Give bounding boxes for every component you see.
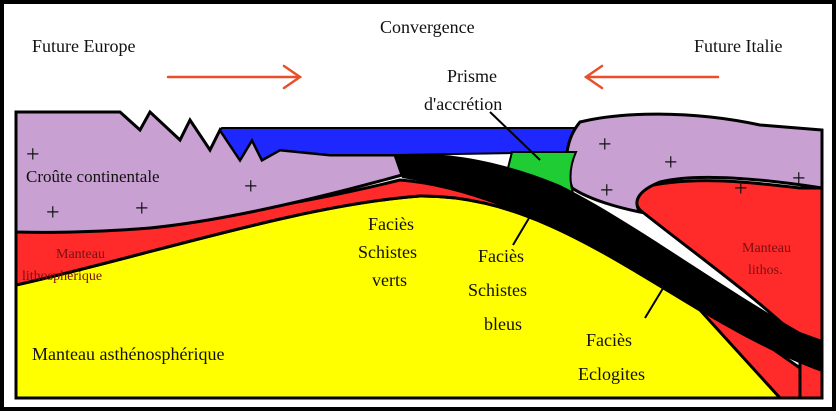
prisme-label-line2: d'accrétion	[424, 94, 502, 114]
facies-bleus-label-line1: Faciès	[478, 246, 524, 266]
continental-crust-label: Croûte continentale	[26, 167, 160, 186]
plus-marker: +	[664, 150, 678, 176]
plus-marker: +	[26, 142, 40, 168]
facies-verts-label-line3: verts	[372, 270, 407, 290]
facies-verts-label-line2: Schistes	[358, 242, 417, 262]
plus-marker: +	[600, 178, 614, 204]
plus-marker: +	[244, 174, 258, 200]
plus-marker: +	[734, 176, 748, 202]
plus-marker: +	[598, 132, 612, 158]
facies-bleus-label-line3: bleus	[484, 314, 522, 334]
facies-bleus-label-line2: Schistes	[468, 280, 527, 300]
convergence-label: Convergence	[380, 17, 475, 37]
lithospheric-mantle-label-line2: lithosphérique	[22, 269, 102, 284]
plus-marker: +	[792, 166, 806, 192]
prisme-label-line1: Prisme	[447, 66, 497, 86]
plus-marker: +	[46, 200, 60, 226]
lithos-mantle-label-line1: Manteau	[742, 241, 791, 256]
future-europe-label: Future Europe	[32, 36, 135, 56]
facies-eclogites-label-line2: Eclogites	[578, 364, 645, 384]
lithos-mantle-label-line2: lithos.	[748, 263, 783, 278]
asthenospheric-mantle-label: Manteau asthénosphérique	[32, 344, 224, 364]
future-italie-label: Future Italie	[694, 36, 782, 56]
facies-eclogites-label-line1: Faciès	[586, 330, 632, 350]
plus-marker: +	[135, 196, 149, 222]
facies-verts-label-line1: Faciès	[368, 214, 414, 234]
lithospheric-mantle-label-line1: Manteau	[56, 247, 105, 262]
